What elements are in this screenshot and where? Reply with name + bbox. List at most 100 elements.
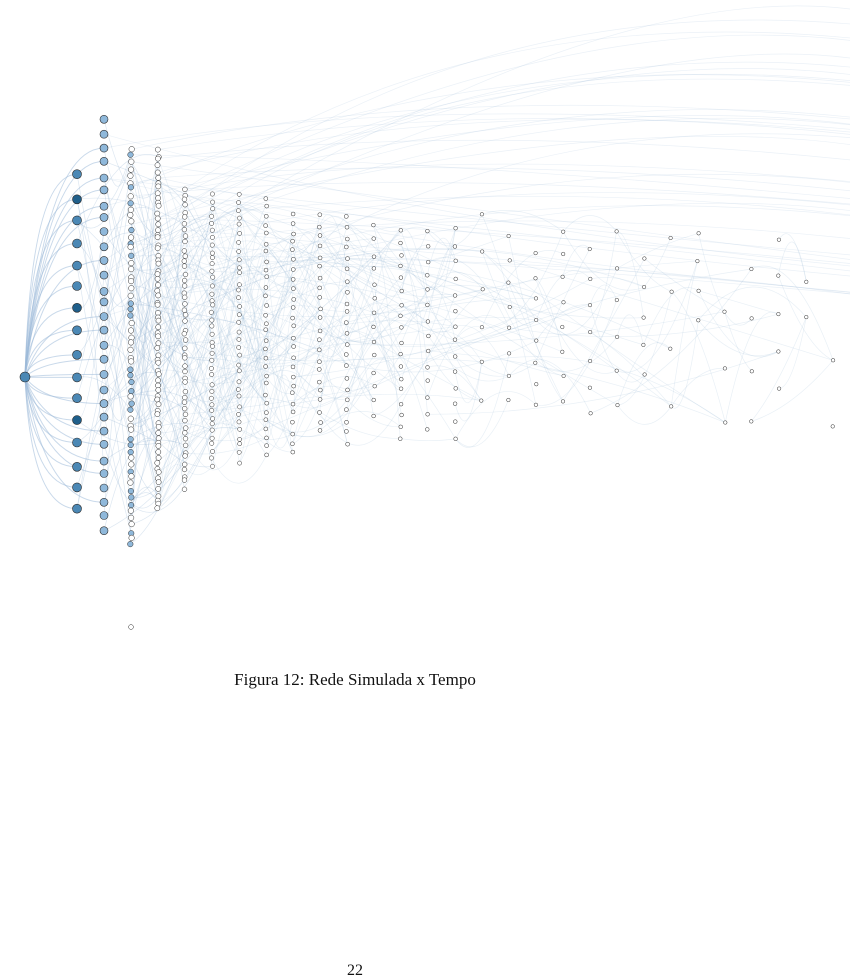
network-node (236, 412, 240, 416)
network-node (508, 259, 512, 263)
network-node (264, 381, 268, 385)
network-node (615, 298, 619, 302)
network-node (182, 249, 187, 254)
network-node (238, 442, 242, 446)
network-node (426, 288, 430, 292)
network-node (100, 186, 108, 194)
network-node (73, 373, 82, 382)
network-node (265, 275, 269, 279)
network-node (264, 224, 268, 228)
network-node (264, 322, 268, 326)
network-node (129, 474, 135, 480)
network-node (128, 201, 134, 207)
network-node (182, 406, 187, 411)
network-edge (25, 220, 77, 377)
network-node (291, 306, 295, 310)
network-node (129, 625, 134, 630)
network-node (209, 366, 213, 370)
network-edge (672, 292, 726, 423)
network-node (156, 360, 161, 365)
network-node (292, 384, 296, 388)
network-node (561, 350, 565, 354)
network-node (209, 221, 213, 225)
network-node (210, 255, 214, 259)
network-edge (25, 377, 104, 431)
network-edge (131, 75, 850, 188)
network-node (183, 187, 188, 192)
network-edge (158, 178, 850, 277)
network-edge (320, 404, 402, 445)
network-node (210, 417, 214, 421)
network-edge (401, 230, 481, 400)
network-node (507, 398, 511, 402)
network-node (183, 319, 188, 324)
network-node (128, 427, 134, 433)
network-node (210, 243, 214, 247)
network-node (100, 256, 108, 264)
network-node (265, 453, 269, 457)
network-edge (320, 266, 402, 389)
network-node (561, 252, 565, 256)
network-node (265, 374, 269, 378)
network-node (373, 283, 377, 287)
network-node (73, 303, 82, 312)
network-node (182, 295, 187, 300)
network-node (750, 370, 754, 374)
network-node (155, 378, 160, 383)
network-node (182, 227, 187, 232)
network-node (210, 464, 214, 468)
network-node (345, 376, 349, 380)
network-node (264, 268, 268, 272)
network-edge (375, 230, 401, 298)
network-edge (25, 377, 104, 444)
network-node (426, 244, 430, 248)
network-node (264, 249, 268, 253)
network-node (156, 203, 161, 208)
network-node (265, 304, 269, 308)
network-node (156, 175, 161, 180)
network-node (100, 130, 108, 138)
network-node (480, 360, 484, 364)
network-node (210, 324, 214, 328)
network-node (561, 230, 565, 234)
network-node (346, 442, 350, 446)
network-node (318, 295, 322, 299)
network-node (128, 301, 134, 307)
network-node (155, 191, 160, 196)
network-node (237, 283, 241, 287)
network-edge (131, 391, 158, 504)
network-node (318, 286, 322, 290)
network-node (182, 331, 187, 336)
network-node (426, 229, 430, 233)
network-node (372, 325, 376, 329)
network-node (128, 373, 134, 379)
network-node (399, 402, 403, 406)
network-node (399, 425, 403, 429)
network-node (372, 255, 376, 259)
network-node (425, 428, 429, 432)
network-node (129, 401, 135, 407)
network-node (73, 462, 82, 471)
network-node (291, 212, 295, 216)
network-node (182, 400, 187, 405)
network-node (156, 261, 161, 266)
network-node (129, 455, 135, 461)
network-node (454, 387, 458, 391)
network-edge (104, 62, 850, 260)
network-node (183, 312, 188, 317)
network-node (128, 359, 134, 365)
network-node (238, 427, 242, 431)
network-node (344, 245, 348, 249)
network-edge (185, 164, 850, 189)
network-node (317, 367, 321, 371)
network-node (507, 281, 511, 285)
network-node (317, 225, 321, 229)
network-node (183, 436, 188, 441)
network-node (615, 369, 619, 373)
network-node (399, 352, 403, 356)
network-node (344, 321, 348, 325)
network-node (454, 259, 458, 263)
network-node (237, 420, 241, 424)
network-node (291, 375, 295, 379)
network-node (183, 380, 188, 385)
